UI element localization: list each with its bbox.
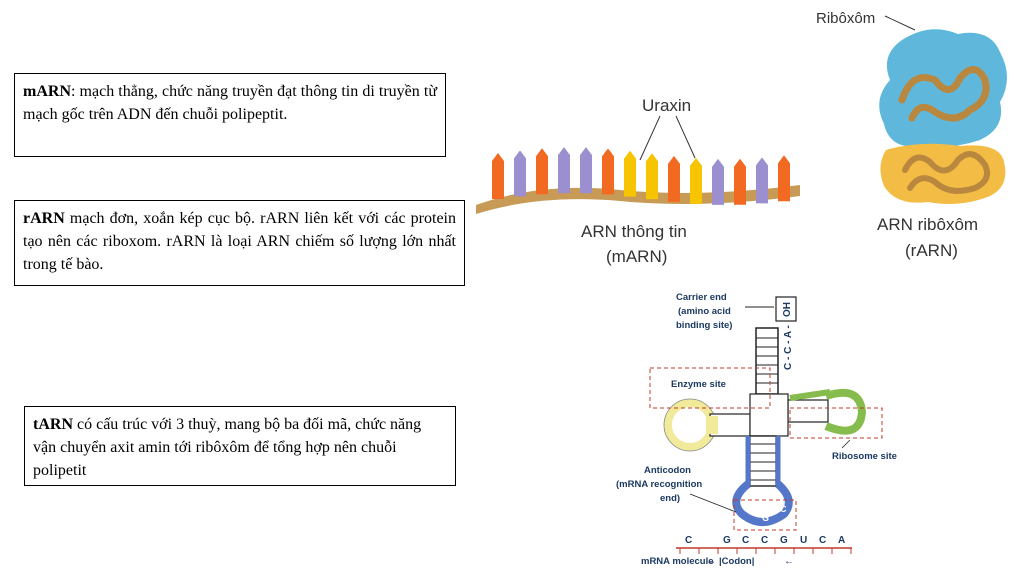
mrna-base-purple [756, 157, 768, 204]
rrna-strand-lower [902, 151, 990, 194]
mrna-base-purple [580, 147, 592, 194]
rarn-body: mạch đơn, xoắn kép cục bộ. rARN liên kết… [23, 210, 456, 273]
uraxin-label: Uraxin [642, 96, 691, 115]
mrna-base-yellow [690, 157, 702, 204]
mrna-illustration: Uraxin ARN thông tin (mARN) [476, 96, 800, 266]
oh-box [775, 296, 797, 322]
ribosome-site-label: Ribosome site [832, 451, 897, 462]
enzyme-site-label: Enzyme site [671, 379, 726, 390]
tarn-body: có cấu trúc với 3 thuỳ, mang bộ ba đối m… [33, 416, 422, 479]
mrna-base-purple [558, 147, 570, 194]
mrna-base-purple [514, 150, 526, 197]
mrna-base-orange [778, 155, 790, 202]
cca-label: C - C - A - [783, 325, 794, 370]
mrna-caption-line1: ARN thông tin [581, 222, 687, 241]
ribosome-site-pointer [841, 439, 851, 449]
mrna-base: C [761, 535, 768, 546]
anticodon-base: G [762, 513, 769, 523]
tarn-term: tARN [33, 416, 73, 433]
ribosome-label: Ribôxôm [816, 10, 875, 27]
trna-illustration: OH C - C - A - Carrier end (amino acid b… [616, 292, 897, 567]
tarn-description-box: tARN có cấu trúc với 3 thuỳ, mang bộ ba … [24, 406, 456, 486]
mrna-base-orange [602, 148, 614, 195]
oh-label: OH [782, 302, 793, 317]
ribosome-site-box [789, 407, 883, 439]
rarn-description-box: rARN mạch đơn, xoắn kép cục bộ. rARN liê… [14, 200, 465, 286]
mrna-base-orange [492, 153, 504, 199]
mrna-base: C [742, 535, 749, 546]
mrna-ticks [679, 548, 852, 554]
ribosome-pointer [884, 15, 916, 31]
uraxin-pointer-right [675, 115, 696, 159]
rarn-term: rARN [23, 210, 65, 227]
carrier-label-line3: binding site) [676, 320, 732, 331]
d-arm-loop [664, 399, 716, 451]
rarn-caption-line2: (rARN) [905, 241, 958, 260]
marn-description-box: mARN: mạch thẳng, chức năng truyền đạt t… [14, 73, 446, 157]
rrna-strand-upper [898, 66, 990, 122]
mrna-base-orange [536, 148, 548, 195]
mrna-arrow-left: ← [784, 556, 794, 567]
mrna-arrow-right: → [706, 556, 716, 567]
mrna-base: C [685, 535, 692, 546]
t-arm-top-band [789, 389, 831, 401]
anticodon-base: C [780, 504, 787, 514]
mrna-base-orange [734, 158, 746, 205]
anticodon-label-line2: (mRNA recognition [616, 479, 702, 490]
anticodon-label-line3: end) [660, 493, 680, 504]
t-arm-stem [787, 399, 829, 423]
mrna-bases [492, 147, 790, 205]
marn-term: mARN [23, 83, 71, 100]
carrier-label-line2: (amino acid [678, 306, 731, 317]
mrna-caption-line2: (mARN) [606, 247, 667, 266]
mrna-base: C [819, 535, 826, 546]
carrier-label-line1: Carrier end [676, 292, 727, 303]
anticodon-bases: GG C [746, 504, 787, 523]
anticodon-pointer [689, 493, 737, 513]
mrna-base-purple [712, 158, 724, 205]
rarn-caption-line1: ARN ribôxôm [877, 215, 978, 234]
mrna-base: A [838, 535, 845, 546]
mrna-base-yellow [624, 150, 636, 197]
trna-junction [749, 393, 789, 437]
mrna-base: G [723, 535, 731, 546]
d-arm-stem-fill [706, 416, 718, 434]
t-arm-loop [824, 388, 867, 435]
acceptor-stem-rungs [756, 337, 778, 384]
mrna-base-yellow [646, 153, 658, 200]
ribosome-illustration: Ribôxôm ARN ribôxôm (rARN) [816, 10, 1007, 260]
anticodon-box [733, 499, 797, 531]
anticodon-label-line1: Anticodon [644, 465, 691, 476]
mrna-base: G [780, 535, 788, 546]
mrna-molecule-label: mRNA molecule [641, 556, 714, 567]
anticodon-base: G [746, 504, 753, 514]
uraxin-pointer-left [639, 115, 661, 161]
anticodon-stem-rungs [750, 443, 776, 481]
mrna-base-orange [668, 155, 680, 202]
marn-body: : mạch thẳng, chức năng truyền đạt thông… [23, 83, 437, 123]
mrna-base: U [800, 535, 807, 546]
codon-label: |Codon| [719, 556, 754, 567]
enzyme-site-box [649, 367, 771, 409]
